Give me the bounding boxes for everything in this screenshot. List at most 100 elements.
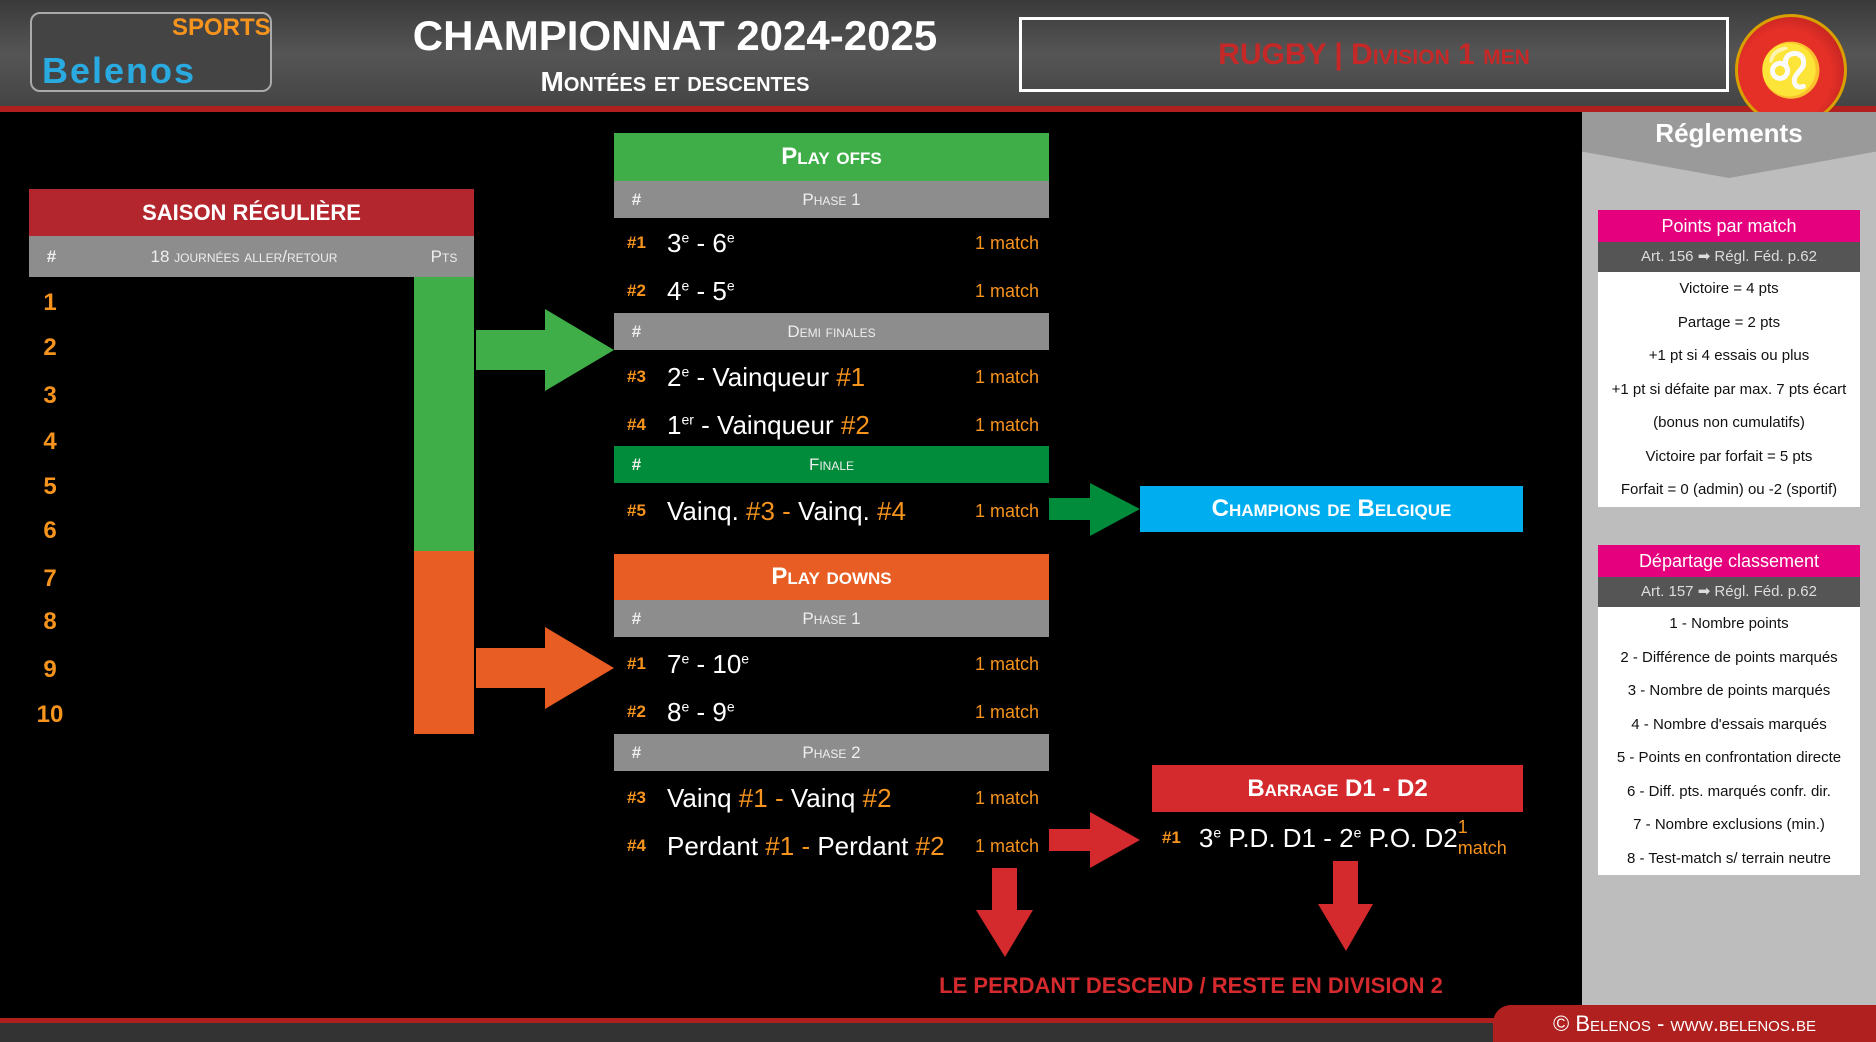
division-label: RUGBY | Division 1 men (1019, 17, 1729, 92)
page-title: CHAMPIONNAT 2024-2025 (412, 12, 938, 59)
barrage-header: Barrage D1 - D2 (1152, 765, 1523, 812)
sup: e (1213, 823, 1222, 840)
team-a: 3 (667, 227, 682, 258)
rule-line: 4 - Nombre d'essais marqués (1631, 715, 1827, 733)
match-count: 1 match (974, 280, 1039, 301)
rule-line: +1 pt si 4 essais ou plus (1648, 347, 1810, 364)
team-b: 5 (712, 275, 727, 306)
barrage-arrow-icon (1049, 812, 1140, 868)
separator: - (689, 275, 713, 306)
points-box: Points par match Art. 156 ➡ Régl. Féd. p… (1598, 210, 1860, 507)
down-arrow-icon (1318, 861, 1373, 951)
finale-arrow-icon (1049, 483, 1140, 536)
team-b: Vainq. (798, 495, 878, 526)
team-b: Vainq (790, 782, 863, 813)
rank-number: 10 (36, 701, 64, 728)
ref-b: #4 (877, 495, 906, 526)
rank-number: 3 (43, 382, 57, 409)
sup: e (741, 649, 750, 666)
separator: - (689, 648, 713, 679)
match-number: #1 (1161, 828, 1181, 847)
rank-number: 6 (43, 517, 57, 544)
playdown-arrow-icon (476, 627, 614, 709)
team-b: #1 (836, 361, 866, 392)
match-count: 1 match (974, 653, 1039, 674)
match-count: 1 match (974, 232, 1039, 253)
rank-number: 5 (43, 473, 57, 500)
rule-line: Victoire par forfait = 5 pts (1645, 447, 1813, 465)
footer-credit[interactable]: © Belenos - www.belenos.be (1493, 1005, 1876, 1042)
team-a: 3 (1198, 822, 1214, 853)
team-a: Vainq (667, 782, 739, 813)
sup: e (726, 228, 735, 245)
phase1-subheader: #Phase 1 (614, 181, 1049, 218)
phase-label: Finale (808, 454, 855, 474)
champions-box: Champions de Belgique (1140, 486, 1523, 532)
match-teams: Perdant #1 - Perdant #2 (659, 831, 975, 862)
separator: - (774, 495, 799, 526)
ref-b: #2 (862, 782, 892, 813)
sup: e (1353, 823, 1362, 840)
phase-label: Phase 1 (802, 608, 861, 628)
team-b: #2 (840, 409, 870, 440)
rule-line: Forfait = 0 (admin) ou -2 (sportif) (1620, 481, 1838, 498)
separator: - (689, 227, 713, 258)
match-teams: Vainq. #3 - Vainq. #4 (659, 496, 975, 527)
team-b: P.O. D2 (1361, 822, 1458, 853)
rank-number: 8 (43, 608, 57, 635)
phase-label: Phase 1 (802, 189, 861, 209)
team-a: Perdant (667, 830, 766, 861)
match-number: #4 (627, 415, 646, 434)
regular-season-header: SAISON RÉGULIÈRE (29, 189, 474, 236)
header-divider (0, 106, 1876, 112)
sup: e (726, 697, 735, 714)
match-count: 1 match (974, 366, 1039, 387)
match-count: 1 match (974, 500, 1039, 521)
sup: e (726, 276, 735, 293)
rank-number: 9 (43, 656, 57, 683)
semifinals-subheader: #Demi finales (614, 313, 1049, 350)
rank-number: 1 (43, 289, 57, 316)
team-b: 10 (712, 648, 742, 679)
tiebreak-box: Départage classement Art. 157 ➡ Régl. Fé… (1598, 545, 1860, 875)
hash-label: # (631, 321, 642, 341)
match-teams: 7e - 10e (659, 649, 975, 680)
phase-label: Phase 2 (802, 742, 861, 762)
rules-title: Réglements (1655, 118, 1803, 148)
rule-line: 3 - Nombre de points marqués (1627, 682, 1831, 699)
page-subtitle: Montées et descentes (540, 66, 810, 97)
rank-number: 4 (43, 428, 57, 455)
match-count: 1 match (974, 787, 1039, 808)
match-count: 1 match (974, 835, 1039, 856)
box-title: Points par match (1598, 210, 1860, 242)
separator: - Vainqueur (689, 361, 837, 392)
sup: e (681, 697, 690, 714)
separator: - (689, 696, 713, 727)
playoff-zone-bar (414, 277, 474, 551)
logo-sub: SPORTS (172, 14, 271, 41)
team-a: 2 (667, 361, 682, 392)
playoff-arrow-icon (476, 309, 614, 391)
ref-b: #2 (915, 830, 945, 861)
lion-crest-icon: ♌ (1735, 14, 1847, 126)
barrage-match-row: #1 3e P.D. D1 - 2e P.O. D2 1 match (1152, 815, 1523, 861)
rule-line: Partage = 2 pts (1677, 313, 1781, 331)
team-b: 6 (712, 227, 727, 258)
playoffs-header: Play offs (614, 133, 1049, 181)
rule-line: (bonus non cumulatifs) (1653, 414, 1805, 431)
phase1-subheader: #Phase 1 (614, 600, 1049, 637)
rule-line: Victoire = 4 pts (1679, 280, 1779, 297)
team-b: Perdant (817, 830, 916, 861)
team-a: 7 (667, 648, 682, 679)
rule-line: 7 - Nombre exclusions (min.) (1633, 816, 1825, 833)
sup: er (681, 410, 694, 427)
match-teams: Vainq #1 - Vainq #2 (659, 783, 975, 814)
match-number: #1 (627, 654, 646, 673)
phase2-subheader: #Phase 2 (614, 734, 1049, 771)
